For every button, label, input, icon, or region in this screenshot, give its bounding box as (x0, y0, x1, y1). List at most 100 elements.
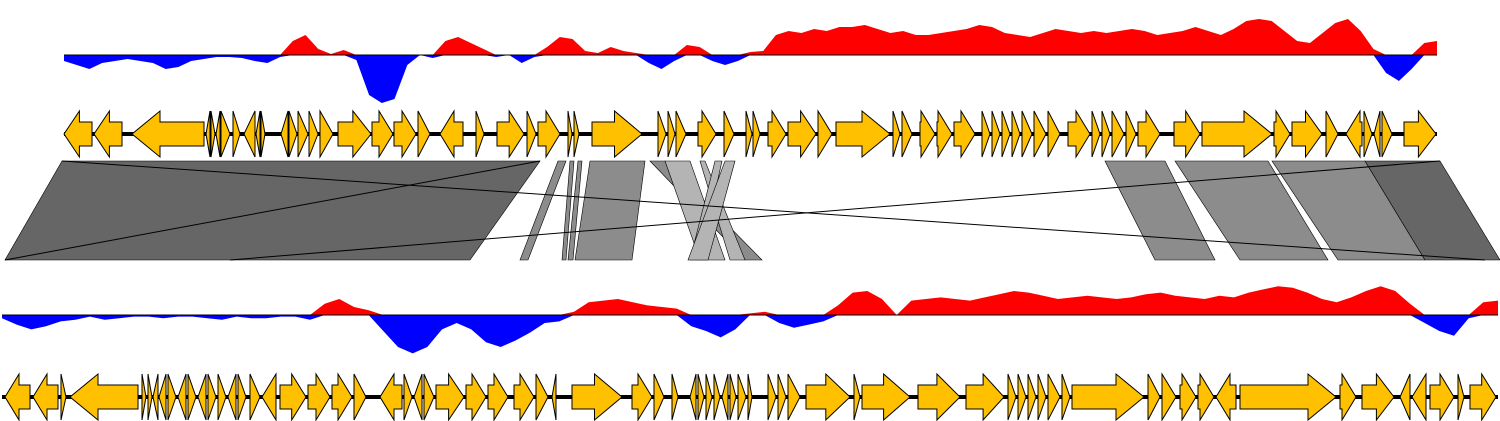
top-genome-gene-arrow (371, 109, 394, 159)
top-genome-gene-arrow (1011, 110, 1021, 158)
top-genome-gene-arrow (991, 110, 1001, 158)
top-genome-gene-arrow (981, 110, 991, 158)
top-genome-gene-arrow (1111, 110, 1125, 158)
top-genome-gene-arrow (280, 110, 289, 158)
top-genome-gene-arrow (1033, 110, 1047, 158)
bottom-genome-gene-arrow (653, 373, 665, 421)
top-genome-gene-arrow (393, 109, 417, 159)
bottom-genome-gene-arrow (1411, 372, 1427, 421)
top-genome-gene-arrow (63, 109, 93, 159)
top-genome-gene-arrow (667, 110, 676, 158)
top-genome-gene-arrow (215, 110, 221, 158)
homology-match-band (561, 160, 575, 261)
top-genome-gene-arrow (767, 109, 787, 159)
bottom-genome-gene-arrow (1399, 373, 1411, 421)
bottom-genome-gene-arrow (465, 372, 487, 421)
bottom-genome-gene-arrow (729, 373, 737, 421)
top-genome-gene-arrow (1273, 109, 1291, 159)
homology-match-band (574, 160, 646, 261)
bottom-genome-gene-arrow (331, 372, 353, 421)
top-genome-gene-arrow (232, 110, 241, 158)
top-genome-gene-arrow (417, 110, 431, 158)
bottom-genome-gene-arrow (423, 373, 435, 421)
bottom-genome-gene-arrow (1339, 372, 1357, 421)
bottom-genome-gene-arrow (403, 373, 413, 421)
bottom-genome-gene-arrow (1429, 372, 1455, 421)
bottom-genome-gene-arrow (1027, 373, 1037, 421)
top-genome-gene-arrow (439, 109, 464, 159)
top-genome-gene-arrow (892, 110, 901, 158)
homology-match-band (1364, 160, 1500, 261)
top-genome-gene-arrow (1137, 109, 1161, 159)
top-genome-gene-arrow (1201, 109, 1273, 159)
bottom-genome-gene-arrow (1197, 372, 1215, 421)
bottom-genome-gene-arrow (767, 373, 777, 421)
bottom-genome-gene-arrow (805, 372, 851, 421)
bottom-genome-gene-arrow (187, 373, 197, 421)
bottom-genome-gene-arrow (32, 372, 59, 421)
bottom-genome-gene-arrow (671, 373, 679, 421)
bottom-genome-gene-arrow (1361, 372, 1395, 421)
top-genome-gene-arrow (1403, 109, 1437, 159)
bottom-genome-gene-arrow (861, 372, 911, 421)
top-genome-gene-arrow (657, 110, 667, 158)
bottom-genome-gene-arrow (917, 372, 961, 421)
bottom-genome-gene-arrow (571, 372, 623, 421)
top-genome-gene-arrow (243, 110, 256, 158)
top-genome-gene-arrow (220, 110, 231, 158)
top-genome-gene-arrow (1325, 110, 1339, 158)
bottom-genome-gene-arrow (237, 373, 247, 421)
top-genome-gene-arrow (675, 110, 687, 158)
top-genome-gene-arrow (288, 110, 298, 158)
top-genome-gene-arrow (567, 110, 573, 158)
top-genome-gene-arrow (1021, 110, 1033, 158)
bottom-genome-gene-arrow (631, 372, 653, 421)
top-genome-gene-arrow (1173, 109, 1201, 159)
bottom-genome-gene-arrow (1147, 373, 1161, 421)
bottom-genome-gene-arrow (1179, 372, 1197, 421)
top-genome-gene-arrow (1091, 110, 1101, 158)
top-genome-gene-arrow (1101, 110, 1111, 158)
top-genome-gene-arrow (1381, 110, 1393, 158)
bottom-genome-gene-arrow (207, 373, 217, 421)
homology-match-band (687, 160, 736, 261)
homology-cross-link (61, 160, 1486, 261)
bottom-genome-gene-arrow (413, 373, 423, 421)
bottom-genome-gene-arrow (227, 373, 237, 421)
bottom-genome-gene-arrow (721, 373, 729, 421)
bottom-genome-gene-arrow (1047, 373, 1061, 421)
bottom-genome-gene-arrow (1007, 373, 1017, 421)
top-genome-gene-arrow (919, 109, 936, 159)
top-genome-gene-arrow (745, 110, 753, 158)
bottom-genome-gene-arrow (435, 372, 465, 421)
top-genome-gene-arrow (1373, 110, 1381, 158)
top-genome-gene-arrow (1067, 109, 1091, 159)
top-genome-gene-arrow (93, 109, 123, 159)
top-genome-gene-arrow (1047, 110, 1061, 158)
bottom-genome-gene-arrow (177, 373, 187, 421)
top-genome-gene-arrow (537, 109, 561, 159)
homology-match-band (1174, 160, 1329, 261)
top-genome-gene-arrow (297, 110, 309, 158)
bottom-genome-gene-arrow (697, 373, 705, 421)
top-genome-gene-arrow (496, 109, 525, 159)
top-genome-gene-arrow (475, 110, 485, 158)
bottom-genome-gene-arrow (1215, 372, 1237, 421)
bottom-genome-gene-arrow (1469, 372, 1497, 421)
homology-cross-link (4, 160, 541, 261)
top-genome-gene-arrow (1291, 109, 1323, 159)
bottom-genome-gene-arrow (551, 373, 557, 421)
homology-cross-link (229, 160, 1441, 261)
top-genome-gene-arrow (337, 109, 372, 159)
top-genome-gene-arrow (255, 110, 261, 158)
bottom-genome-gene-arrow (141, 373, 147, 421)
bottom-genome-gene-arrow (487, 372, 509, 421)
bottom-genome-gene-arrow (1071, 372, 1145, 421)
bottom-genome-gene-arrow (379, 372, 403, 421)
top-genome-gene-arrow (1345, 109, 1363, 159)
top-genome-gene-arrow (131, 109, 205, 159)
top-genome-gene-arrow (573, 110, 580, 158)
bottom-genome-gene-arrow (1457, 373, 1465, 421)
bottom-genome-gene-arrow (4, 372, 31, 421)
